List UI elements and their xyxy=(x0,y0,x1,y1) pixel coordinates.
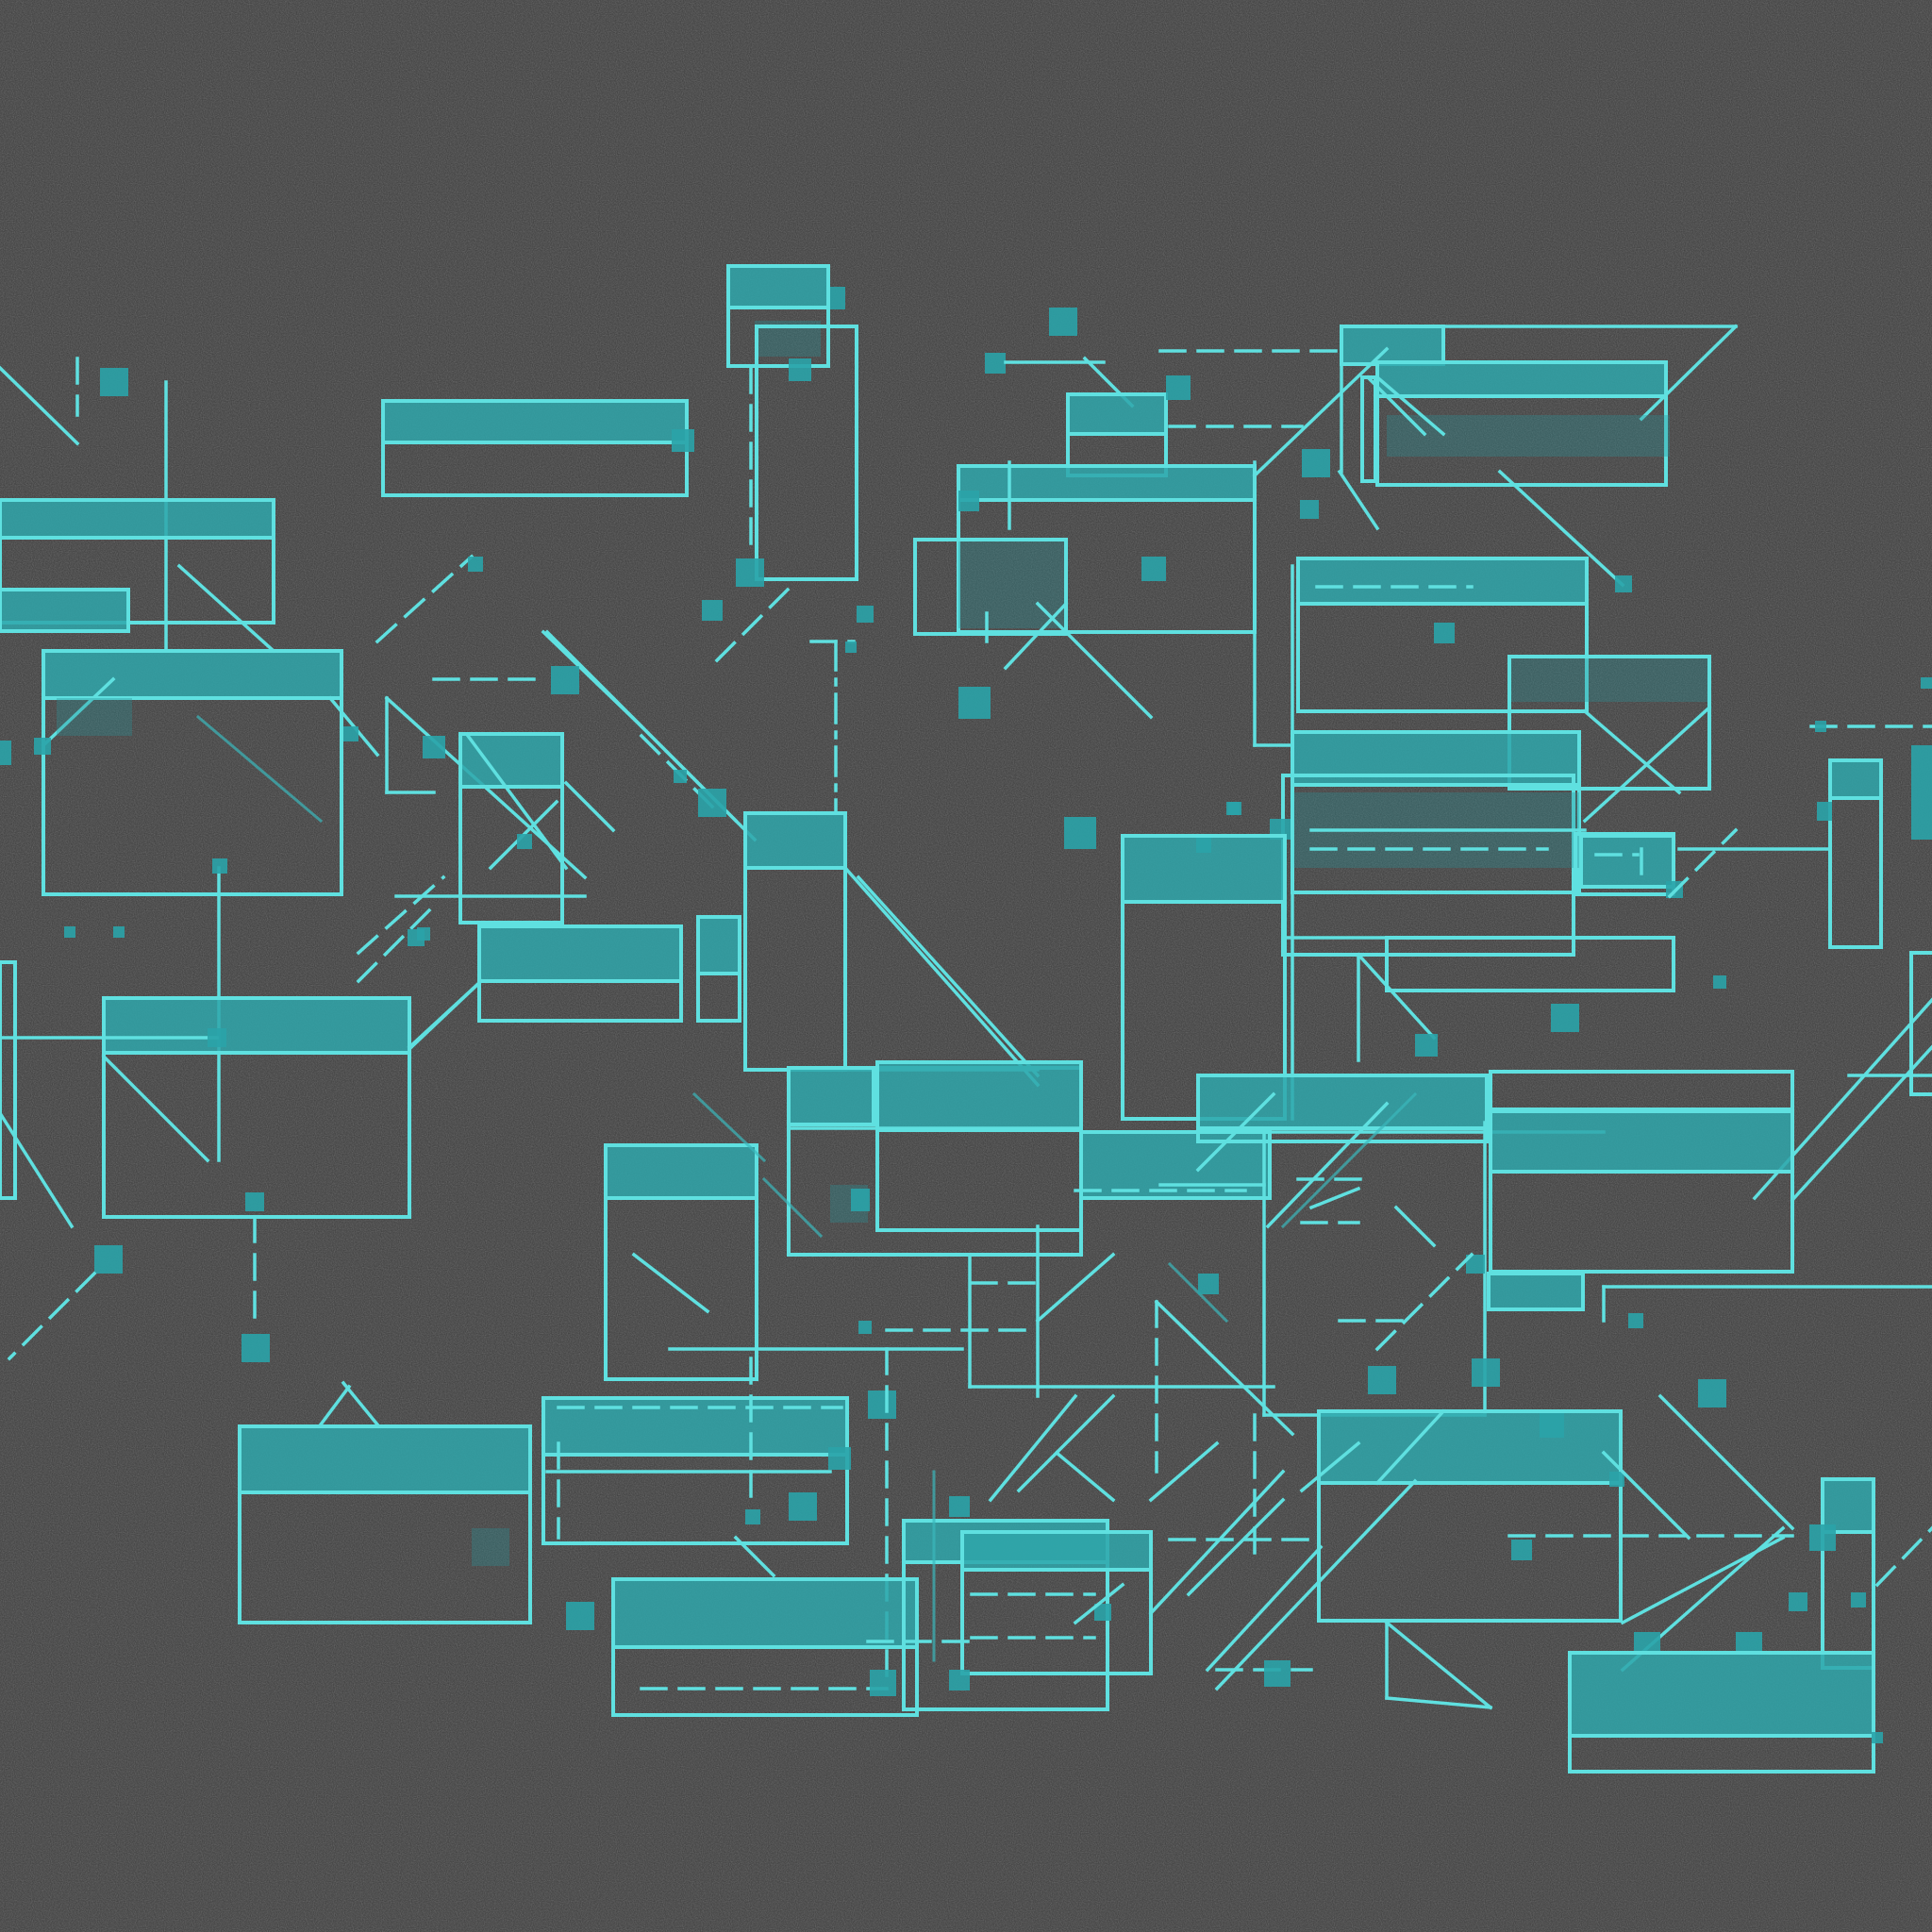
right-mid-cluster xyxy=(1121,557,1739,1121)
central-cluster xyxy=(604,811,1606,1474)
upper-right-cluster xyxy=(1252,324,1739,592)
lower-center-cluster xyxy=(238,1347,1220,1717)
lower-right-cluster xyxy=(1148,1366,1932,1774)
upper-center-tower-cluster xyxy=(702,264,874,813)
left-cluster xyxy=(0,357,484,1362)
upper-center-left-cluster xyxy=(327,399,758,1050)
middle-connectors xyxy=(970,1205,1500,1398)
upper-right-center-cluster xyxy=(913,308,1341,849)
